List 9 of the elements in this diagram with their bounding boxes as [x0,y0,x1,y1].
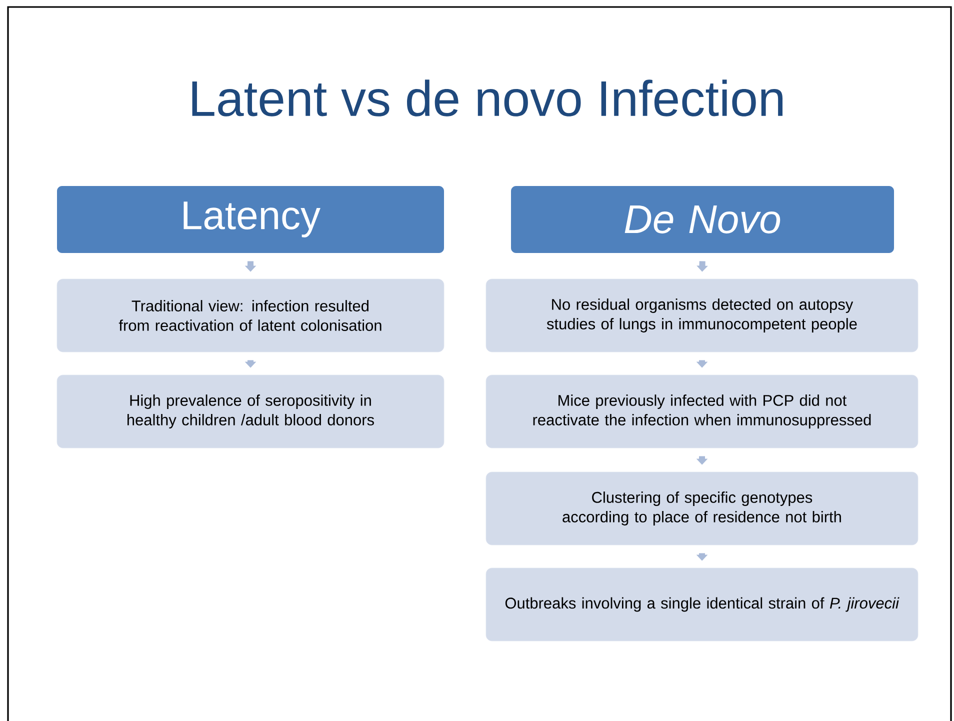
text-box: No residual organisms detected on autopsy studies of lungs in immunocompetent people [486,278,918,352]
text-box: Clustering of specific genotypes according to place of residence not birth [486,472,918,546]
slide-title: Latent vs de novo Infection [192,80,782,116]
header-box: De Novo [511,186,894,253]
text-box: Outbreaks involving a single identical strain of P. jirovecii [486,568,918,642]
text-box: Traditional view: infection resulted from reactivation of latent colonisation [56,278,444,352]
text-box: Mice previously infected with PCP did not reactivate the infection when immunosuppressed [486,374,918,448]
header-box: Latency [57,186,444,253]
text-box: High prevalence of seropositivity in healthy children /adult blood donors [56,374,444,448]
